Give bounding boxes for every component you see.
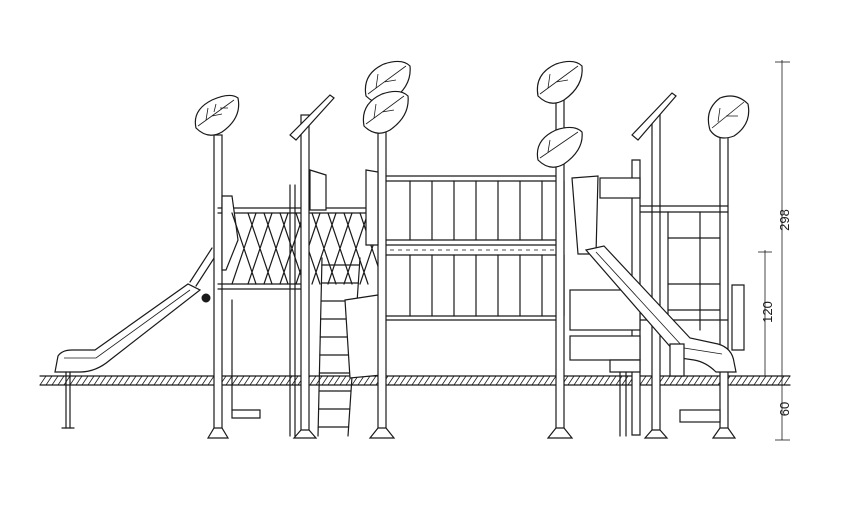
leaf-center-2 [362,90,409,134]
bridge [385,175,565,321]
center-tower [362,60,411,439]
center-left-tower [289,94,335,439]
right-slide [584,245,737,377]
leaf-left-1 [194,94,240,136]
dimension-lines [758,60,790,441]
climbing-ladder [317,257,383,437]
center-right-tower [536,60,599,439]
leaf-cr-1 [536,60,583,104]
left-slide [54,247,219,429]
left-tower [194,94,381,439]
ground-line [39,375,791,386]
right-tower [569,92,750,439]
dim-platform-height: 120 [760,301,775,323]
dim-total-height: 298 [777,209,792,231]
leaf-cr-2 [536,126,583,168]
leaf-right-1 [707,95,750,139]
dim-foundation-depth: 60 [777,402,792,416]
